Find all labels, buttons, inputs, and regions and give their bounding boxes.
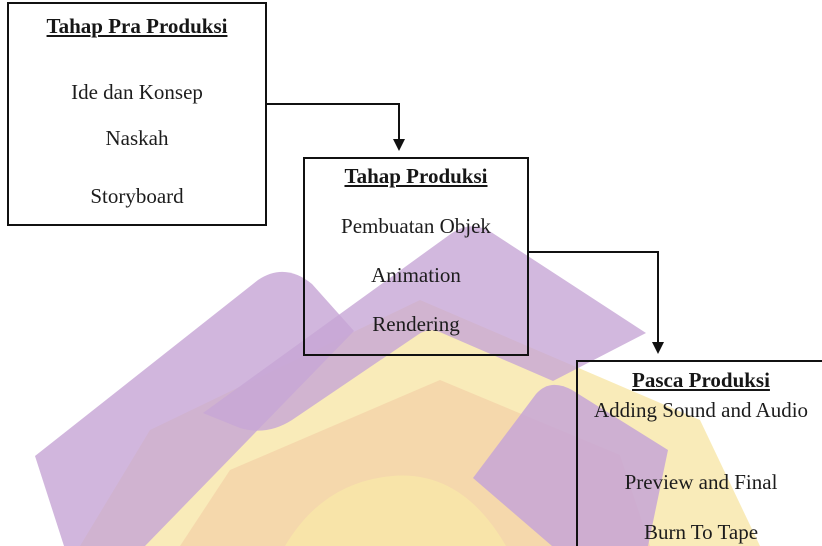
stage-item-preview-and-final: Preview and Final (624, 470, 778, 494)
watermark-purple-right (473, 384, 668, 546)
connector-pra-to-produksi (267, 103, 400, 141)
stage-title-pra-produksi: Tahap Pra Produksi (46, 14, 228, 38)
stage-title-produksi: Tahap Produksi (344, 164, 488, 188)
stage-box-pra-produksi: Tahap Pra Produksi Ide dan Konsep Naskah… (7, 2, 267, 226)
stage-item-burn-to-tape: Burn To Tape (643, 520, 759, 544)
connector-produksi-to-pasca (529, 251, 659, 344)
stage-item-pembuatan-objek: Pembuatan Objek (341, 214, 491, 238)
watermark-yellow-arc (285, 475, 506, 546)
stage-item-naskah: Naskah (105, 126, 169, 150)
stage-item-rendering: Rendering (372, 312, 460, 336)
stage-box-pasca-produksi: Pasca Produksi Adding Sound and Audio Pr… (576, 360, 822, 546)
watermark-purple-center (203, 226, 646, 431)
stage-item-animation: Animation (371, 263, 461, 287)
arrow-head-to-produksi (393, 139, 405, 151)
stage-item-adding-sound-and-audio: Adding Sound and Audio (593, 398, 809, 422)
stage-title-pasca-produksi: Pasca Produksi (632, 368, 770, 392)
stage-item-storyboard: Storyboard (90, 184, 184, 208)
stage-item-ide-dan-konsep: Ide dan Konsep (71, 80, 203, 104)
arrow-head-to-pasca (652, 342, 664, 354)
watermark-purple-left (35, 271, 354, 546)
stage-box-produksi: Tahap Produksi Pembuatan Objek Animation… (303, 157, 529, 356)
